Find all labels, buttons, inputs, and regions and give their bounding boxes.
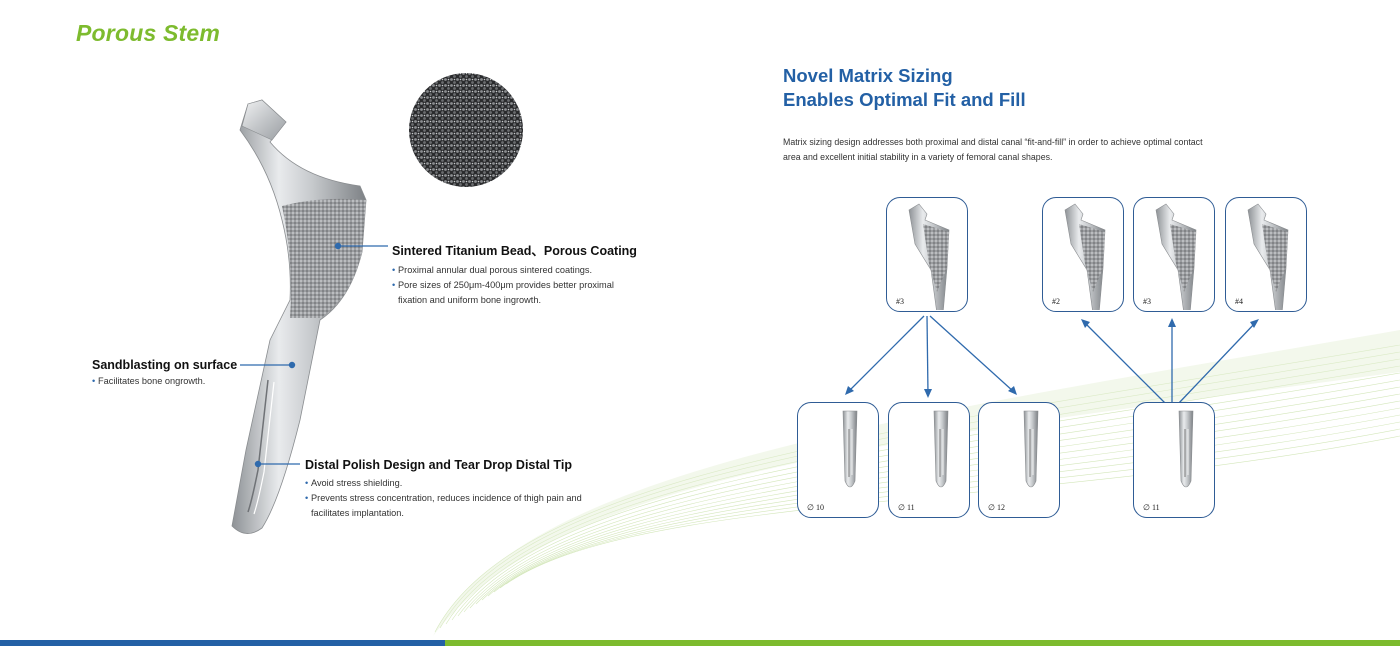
footer-bar-green (445, 640, 1400, 646)
page-title: Porous Stem (76, 20, 221, 46)
feature-point: Avoid stress shielding. (305, 476, 615, 491)
size-box-proximal: #2 (1042, 197, 1124, 312)
size-label: #4 (1235, 297, 1243, 306)
distal-thumbnail (1023, 410, 1039, 488)
size-label: #3 (1143, 297, 1151, 306)
size-box-distal: ∅ 12 (978, 402, 1060, 518)
footer-bar-blue (0, 640, 445, 646)
size-label: ∅ 11 (898, 503, 915, 512)
feature-title: Sintered Titanium Bead、Porous Coating (392, 244, 637, 258)
matrix-description: Matrix sizing design addresses both prox… (783, 137, 1203, 162)
size-box-distal: ∅ 11 (888, 402, 970, 518)
distal-thumbnail (933, 410, 949, 488)
stem-thumbnail (1064, 203, 1106, 310)
stem-thumbnail (1155, 203, 1197, 310)
feature-point: Facilitates bone ongrowth. (92, 374, 252, 389)
feature-point: Prevents stress concentration, reduces i… (305, 491, 615, 521)
size-box-distal: ∅ 11 (1133, 402, 1215, 518)
size-box-distal: ∅ 10 (797, 402, 879, 518)
size-label: ∅ 11 (1143, 503, 1160, 512)
size-label: #3 (896, 297, 904, 306)
size-box-proximal: #3 (886, 197, 968, 312)
feature-point: Proximal annular dual porous sintered co… (392, 263, 632, 278)
feature-sandblasting: Sandblasting on surface Facilitates bone… (92, 358, 252, 389)
size-box-proximal: #3 (1133, 197, 1215, 312)
feature-point: Pore sizes of 250μm-400μm provides bette… (392, 278, 632, 308)
size-label: ∅ 10 (807, 503, 824, 512)
distal-thumbnail (842, 410, 858, 488)
feature-porous-coating: Sintered Titanium Bead、Porous Coating Pr… (392, 240, 637, 308)
matrix-title: Novel Matrix Sizing Enables Optimal Fit … (783, 65, 1026, 110)
size-box-proximal: #4 (1225, 197, 1307, 312)
feature-title: Sandblasting on surface (92, 358, 238, 372)
hip-stem-illustration (231, 99, 367, 534)
matrix-arrows (847, 315, 1257, 405)
stem-thumbnail (1247, 203, 1289, 310)
feature-title: Distal Polish Design and Tear Drop Dista… (305, 458, 572, 472)
distal-thumbnail (1178, 410, 1194, 488)
feature-distal-polish: Distal Polish Design and Tear Drop Dista… (305, 458, 615, 521)
size-label: #2 (1052, 297, 1060, 306)
stem-thumbnail (908, 203, 950, 310)
bead-closeup (409, 73, 523, 187)
size-label: ∅ 12 (988, 503, 1005, 512)
